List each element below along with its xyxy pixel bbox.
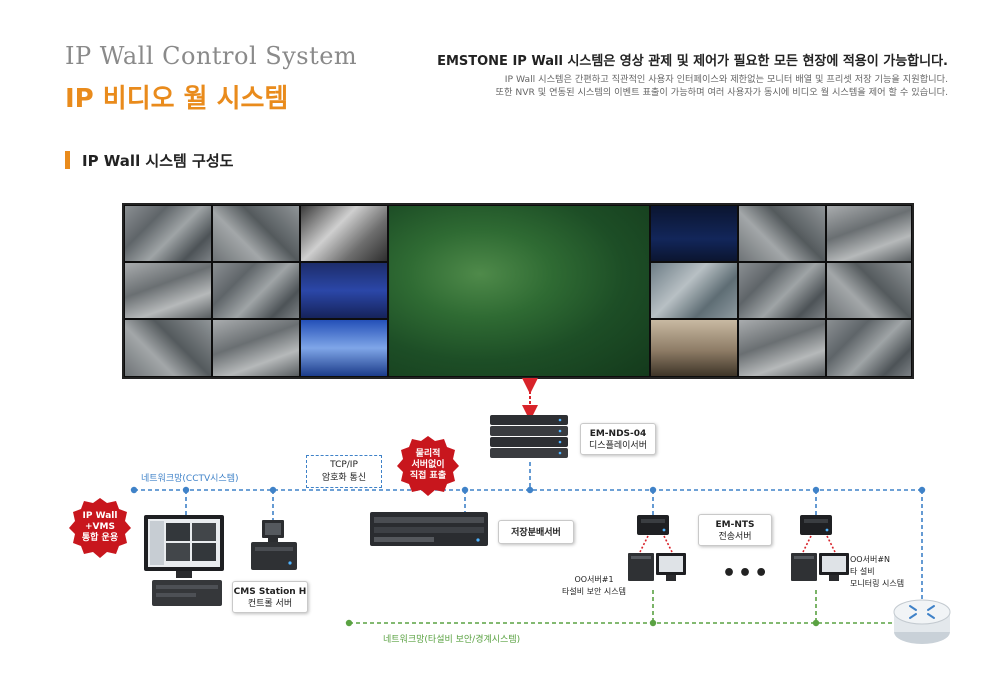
section-accent-bar: [65, 151, 70, 169]
wall-tile-city-view: [650, 262, 738, 319]
server-n-role-2: 모니터링 시스템: [850, 579, 905, 588]
wall-tile-cctv: [826, 319, 912, 377]
seal-left-text: IP Wall +VMS 통합 운용: [76, 511, 124, 544]
page-title-english: IP Wall Control System: [65, 42, 358, 70]
router-icon: [893, 599, 951, 644]
tcp-box-line-2: 암호화 통신: [321, 473, 367, 483]
server-n-pc-icon: [791, 553, 849, 581]
workstation-icon: [144, 515, 224, 606]
description-line-2: 또한 NVR 및 연동된 시스템의 이벤트 표출이 가능하며 여러 사용자가 동…: [495, 87, 948, 98]
wall-tile-cctv: [738, 205, 826, 262]
wall-tile-dashboard: [650, 205, 738, 262]
seal-mid-line-3: 직접 표출: [409, 471, 447, 481]
seal-middle-text: 물리적 서버없이 직접 표출: [402, 449, 454, 482]
wall-tile-cctv: [826, 262, 912, 319]
seal-left-line-1: IP Wall: [82, 511, 118, 521]
wall-tile-cctv: [124, 262, 212, 319]
seal-left-line-2: +VMS: [85, 522, 115, 532]
display-server-model: EM-NDS-04: [589, 429, 647, 439]
server-1-pc-icon: [628, 553, 686, 581]
server-1-role: 타설비 보안 시스템: [562, 587, 626, 596]
tcp-box-line-1: TCP/IP: [330, 460, 358, 470]
cms-station-model: CMS Station H: [233, 587, 307, 597]
seal-mid-line-2: 서버없이: [411, 460, 445, 470]
nts-server-role: 전송서버: [718, 532, 752, 542]
seal-badge-middle: [397, 436, 459, 496]
wall-tile-cctv: [826, 205, 912, 262]
video-wall: [122, 203, 914, 379]
seal-mid-line-1: 물리적: [415, 449, 441, 459]
cms-station-label: CMS Station H 컨트롤 서버: [232, 581, 308, 613]
wall-tile-cctv: [212, 205, 300, 262]
server-1-label: OO서버#1 타설비 보안 시스템: [553, 574, 635, 598]
security-network-label: 네트워크망(타설비 보안/경계시스템): [383, 635, 521, 645]
server-n-name: OO서버#N: [850, 555, 891, 564]
display-server-role: 디스플레이서버: [589, 441, 647, 451]
server-n-role-1: 타 설비: [850, 567, 875, 576]
security-network-nodes: [345, 619, 820, 627]
wall-tile-news: [300, 262, 388, 319]
nts-server-label: EM-NTS 전송서버: [698, 514, 772, 546]
server-1-name: OO서버#1: [574, 575, 614, 584]
seal-left-line-3: 통합 운용: [81, 533, 119, 543]
server-n-link-arrows: [802, 535, 836, 553]
wall-tile-map: [388, 205, 650, 377]
tcp-ip-box: TCP/IP 암호화 통신: [306, 455, 382, 488]
cms-station-role: 컨트롤 서버: [247, 599, 293, 609]
cctv-network-nodes: [130, 486, 926, 494]
transmission-unit-icon-1: [637, 515, 669, 535]
wall-tile-cctv: [212, 262, 300, 319]
server-n-label: OO서버#N 타 설비 모니터링 시스템: [850, 554, 922, 590]
nts-server-model: EM-NTS: [715, 520, 755, 530]
display-server-icon: [490, 415, 568, 458]
headline-text: EMSTONE IP Wall 시스템은 영상 관제 및 제어가 필요한 모든 …: [437, 54, 948, 69]
seal-badge-left: [69, 498, 131, 558]
storage-server-icon: [370, 512, 488, 546]
wall-tile-video-conference: [300, 319, 388, 377]
transmission-unit-icon-n: [800, 515, 832, 535]
storage-server-label: 저장분배서버: [498, 520, 574, 544]
security-network-line: [349, 590, 895, 624]
wall-tile-cctv: [738, 319, 826, 377]
wall-tile-cctv: [738, 262, 826, 319]
ellipsis-more-servers: •••: [722, 561, 771, 586]
wall-tile-3d-model: [300, 205, 388, 262]
section-title: IP Wall 시스템 구성도: [82, 152, 234, 170]
wall-tile-cctv: [212, 319, 300, 377]
wall-tile-cctv: [124, 205, 212, 262]
cms-station-icon: [251, 520, 297, 570]
description-text: IP Wall 시스템은 간편하고 직관적인 사용자 인터페이스와 제한없는 모…: [496, 73, 948, 99]
cctv-network-label: 네트워크망(CCTV시스템): [141, 474, 239, 484]
wall-tile-cctv: [124, 319, 212, 377]
page-title-korean: IP 비디오 월 시스템: [65, 84, 289, 114]
wall-tile-meeting: [650, 319, 738, 377]
storage-server-role: 저장분배서버: [511, 528, 561, 538]
description-line-1: IP Wall 시스템은 간편하고 직관적인 사용자 인터페이스와 제한없는 모…: [504, 74, 948, 85]
server-1-link-arrows: [639, 535, 673, 553]
display-server-label: EM-NDS-04 디스플레이서버: [580, 423, 656, 455]
